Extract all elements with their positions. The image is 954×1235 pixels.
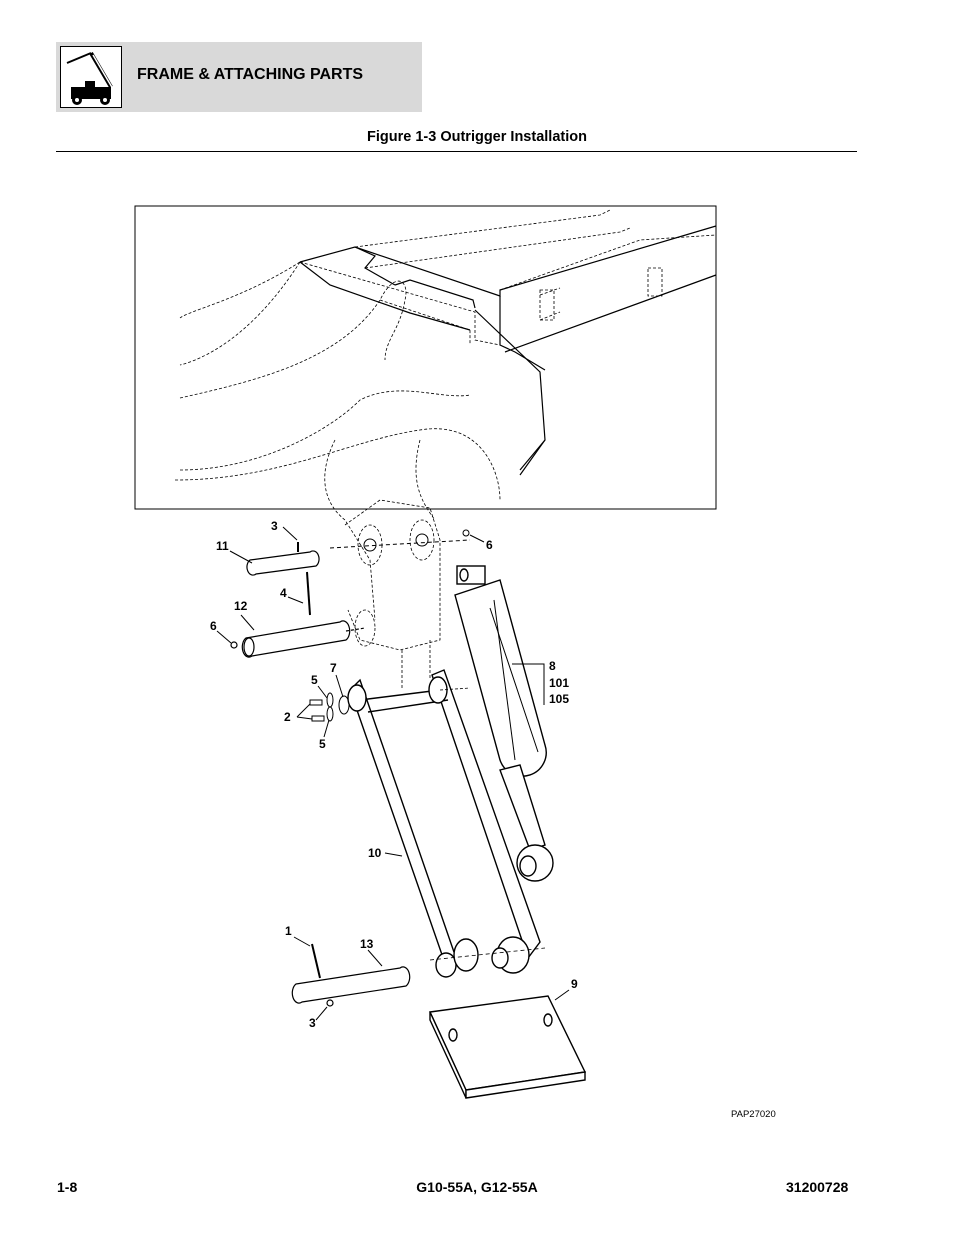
page-number: 1-8 (57, 1179, 78, 1195)
callout-5-lower: 5 (319, 737, 326, 751)
drawing-reference: PAP27020 (731, 1109, 776, 1120)
callout-7: 7 (330, 661, 337, 675)
callout-10: 10 (368, 846, 382, 860)
header-rule (56, 151, 857, 152)
callout-2: 2 (284, 710, 291, 724)
machine-logo-icon (60, 46, 122, 108)
model-name: G10-55A, G12-55A (416, 1179, 538, 1195)
callout-101: 101 (549, 676, 569, 690)
callout-5-upper: 5 (311, 673, 318, 687)
figure-title: Figure 1-3 Outrigger Installation (367, 129, 587, 145)
callout-3-lower: 3 (309, 1016, 316, 1030)
callout-3-upper: 3 (271, 519, 278, 533)
callout-9: 9 (571, 977, 578, 991)
callout-6-lower: 6 (210, 619, 217, 633)
callout-11: 11 (216, 539, 229, 553)
callout-4: 4 (280, 586, 287, 600)
document-number: 31200728 (786, 1179, 849, 1195)
callout-6-upper: 6 (486, 538, 493, 552)
callout-13: 13 (360, 937, 374, 951)
frame-view-box (134, 205, 717, 510)
section-title: FRAME & ATTACHING PARTS (137, 66, 364, 83)
callout-105: 105 (549, 692, 569, 706)
callout-12: 12 (234, 599, 248, 613)
callout-1: 1 (285, 924, 292, 938)
callout-8: 8 (549, 659, 556, 673)
